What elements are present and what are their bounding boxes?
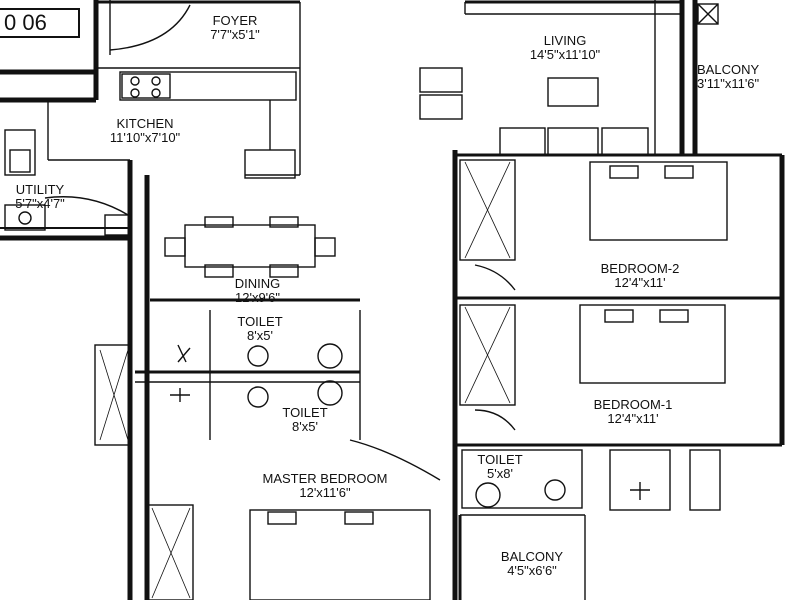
toilets [135,310,721,511]
room-dimensions: 5'x8' [487,466,513,481]
room-label-kitchen: KITCHEN 11'10"x7'10" [70,117,220,145]
master-bedroom-furniture [147,504,586,600]
foyer-walls [96,0,301,176]
room-label-utility: UTILITY 5'7"x4'7" [0,183,95,211]
room-name: BEDROOM-2 [600,261,680,276]
room-dimensions: 7'7"x5'1" [210,27,260,42]
room-dimensions: 12'4"x11' [607,411,659,426]
room-name: MASTER BEDROOM [262,471,388,486]
room-name: BALCONY [500,549,564,564]
kitchen-counters [47,71,297,179]
room-label-bedroom-1: BEDROOM-1 12'4"x11' [563,398,703,426]
room-label-foyer: FOYER 7'7"x5'1" [180,14,290,42]
room-label-toilet-b: TOILET 8'x5' [270,406,340,434]
room-name: BEDROOM-1 [593,397,673,412]
room-name: TOILET [477,452,523,467]
room-label-bedroom-2: BEDROOM-2 12'4"x11' [570,262,710,290]
room-label-toilet-a: TOILET 8'x5' [225,315,295,343]
room-name: KITCHEN [116,116,174,131]
room-dimensions: 4'5"x6'6" [507,563,557,578]
room-label-master-bedroom: MASTER BEDROOM 12'x11'6" [210,472,440,500]
room-name: BALCONY [697,62,760,77]
room-name: LIVING [543,33,587,48]
dining-table [150,216,360,302]
room-dimensions: 8'x5' [292,419,318,434]
room-dimensions: 14'5"x11'10" [529,47,601,62]
room-dimensions: 3'11"x11'6" [697,76,760,91]
room-dimensions: 5'7"x4'7" [15,196,65,211]
room-dimensions: 8'x5' [247,328,273,343]
wardrobe-left [94,344,131,446]
room-name: FOYER [212,13,258,28]
room-name: TOILET [237,314,283,329]
room-label-toilet-c: TOILET 5'x8' [465,453,535,481]
bedroom2-furniture [455,153,782,291]
living-furniture [419,0,719,156]
bedroom1-furniture [455,296,782,447]
room-name: DINING [234,276,281,291]
room-dimensions: 12'x9'6" [235,290,280,305]
room-label-balcony-bottom: BALCONY 4'5"x6'6" [472,550,592,578]
room-label-dining: DINING 12'x9'6" [200,277,315,305]
room-dimensions: 12'4"x11' [614,275,666,290]
room-label-balcony-top: BALCONY 3'11"x11'6" [697,63,800,91]
room-label-living: LIVING 14'5"x11'10" [485,34,645,62]
room-name: UTILITY [15,182,65,197]
utility-fixtures [0,129,131,236]
room-name: TOILET [282,405,328,420]
room-dimensions: 11'10"x7'10" [109,130,181,145]
plan-number-label: 0 06 [0,8,80,38]
room-dimensions: 12'x11'6" [299,485,351,500]
